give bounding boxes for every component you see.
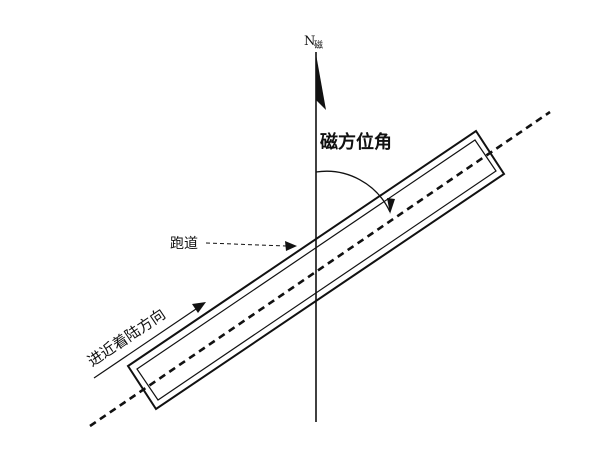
north-arrow-icon [316,54,326,110]
bearing-arc-arrowhead-icon [387,198,395,214]
angle-label: 磁方位角 [320,131,392,153]
approach-arrow-icon [192,302,206,313]
runway-label: 跑道 [170,236,198,252]
approach-label: 进近着陆方向 [84,305,169,370]
runway-leader-line [205,242,287,247]
centerline-dashed [89,110,551,428]
north-label: N [304,34,315,49]
bearing-angle-arc [315,170,391,213]
runway-outline-inner [136,139,497,401]
runway-leader-arrow-icon [285,241,297,251]
runway-outline-outer [126,129,506,411]
approach-arrow-line [93,308,197,379]
north-sub-label: 磁 [314,39,323,51]
